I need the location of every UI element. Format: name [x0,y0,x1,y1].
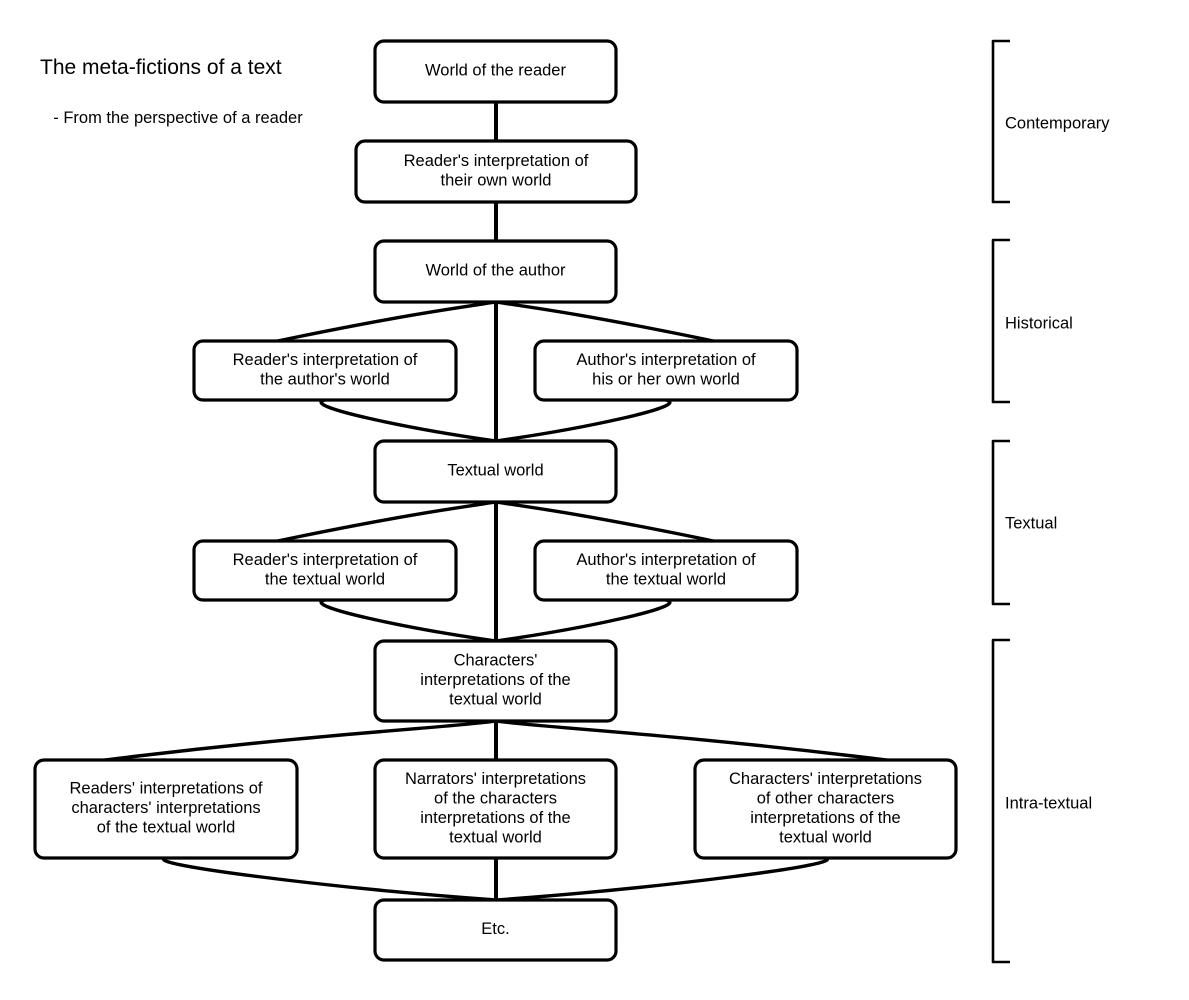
node-label-textual-world: Textual world [447,462,543,480]
node-box-readers-interpretation-own-world [354,139,638,204]
node-box-authors-interpretation-textual-world [533,539,799,602]
fan-characters-interpretations-branch-in-0 [161,856,498,902]
node-box-readers-interpretations-characters-interpretations [33,758,299,860]
bracket-label-contemporary: Contemporary [1005,114,1110,132]
node-label-world-of-author: World of the author [425,262,566,280]
bracket-label-intra-textual: Intra-textual [1005,794,1092,812]
bracket-contemporary: Contemporary [991,39,1110,204]
node-box-etc [373,898,618,962]
node-box-world-of-author [373,239,618,304]
node-box-readers-interpretation-authors-world [192,339,458,402]
page-title: The meta-fictions of a text [40,56,282,79]
bracket-textual: Textual [991,439,1057,606]
node-box-readers-interpretation-textual-world [192,539,458,602]
fan-textual-world-branch-in-1 [494,598,672,643]
node-label-world-of-reader: World of the reader [425,62,566,80]
bracket-label-textual: Textual [1005,514,1057,532]
node-world-of-reader[interactable]: World of the reader [373,39,618,104]
bracket-label-historical: Historical [1005,314,1073,332]
bracket-shape-historical [991,238,1010,404]
node-box-narrators-interpretations [373,758,618,860]
node-box-authors-interpretation-own-world [533,339,799,402]
node-box-textual-world [373,439,618,504]
node-world-of-author[interactable]: World of the author [373,239,618,304]
page-subtitle: - From the perspective of a reader [53,109,303,127]
bracket-historical: Historical [991,238,1073,404]
node-textual-world[interactable]: Textual world [373,439,618,504]
bracket-shape-textual [991,439,1010,606]
node-box-world-of-reader [373,39,618,104]
fan-textual-world-branch-in-0 [319,598,498,643]
category-brackets: ContemporaryHistoricalTextualIntra-textu… [991,39,1110,964]
node-box-characters-interpretations-other-characters [693,758,958,860]
fan-author-world-branch-in-1 [494,398,672,443]
bracket-shape-intra-textual [991,638,1010,964]
bracket-shape-contemporary [991,39,1010,204]
node-etc[interactable]: Etc. [373,898,618,962]
bracket-intra-textual: Intra-textual [991,638,1092,964]
node-box-characters-interpretations-textual-world [373,639,618,723]
fan-author-world-branch-in-0 [319,398,498,443]
fan-characters-interpretations-branch-in-1 [494,856,830,902]
node-label-etc: Etc. [481,920,509,938]
